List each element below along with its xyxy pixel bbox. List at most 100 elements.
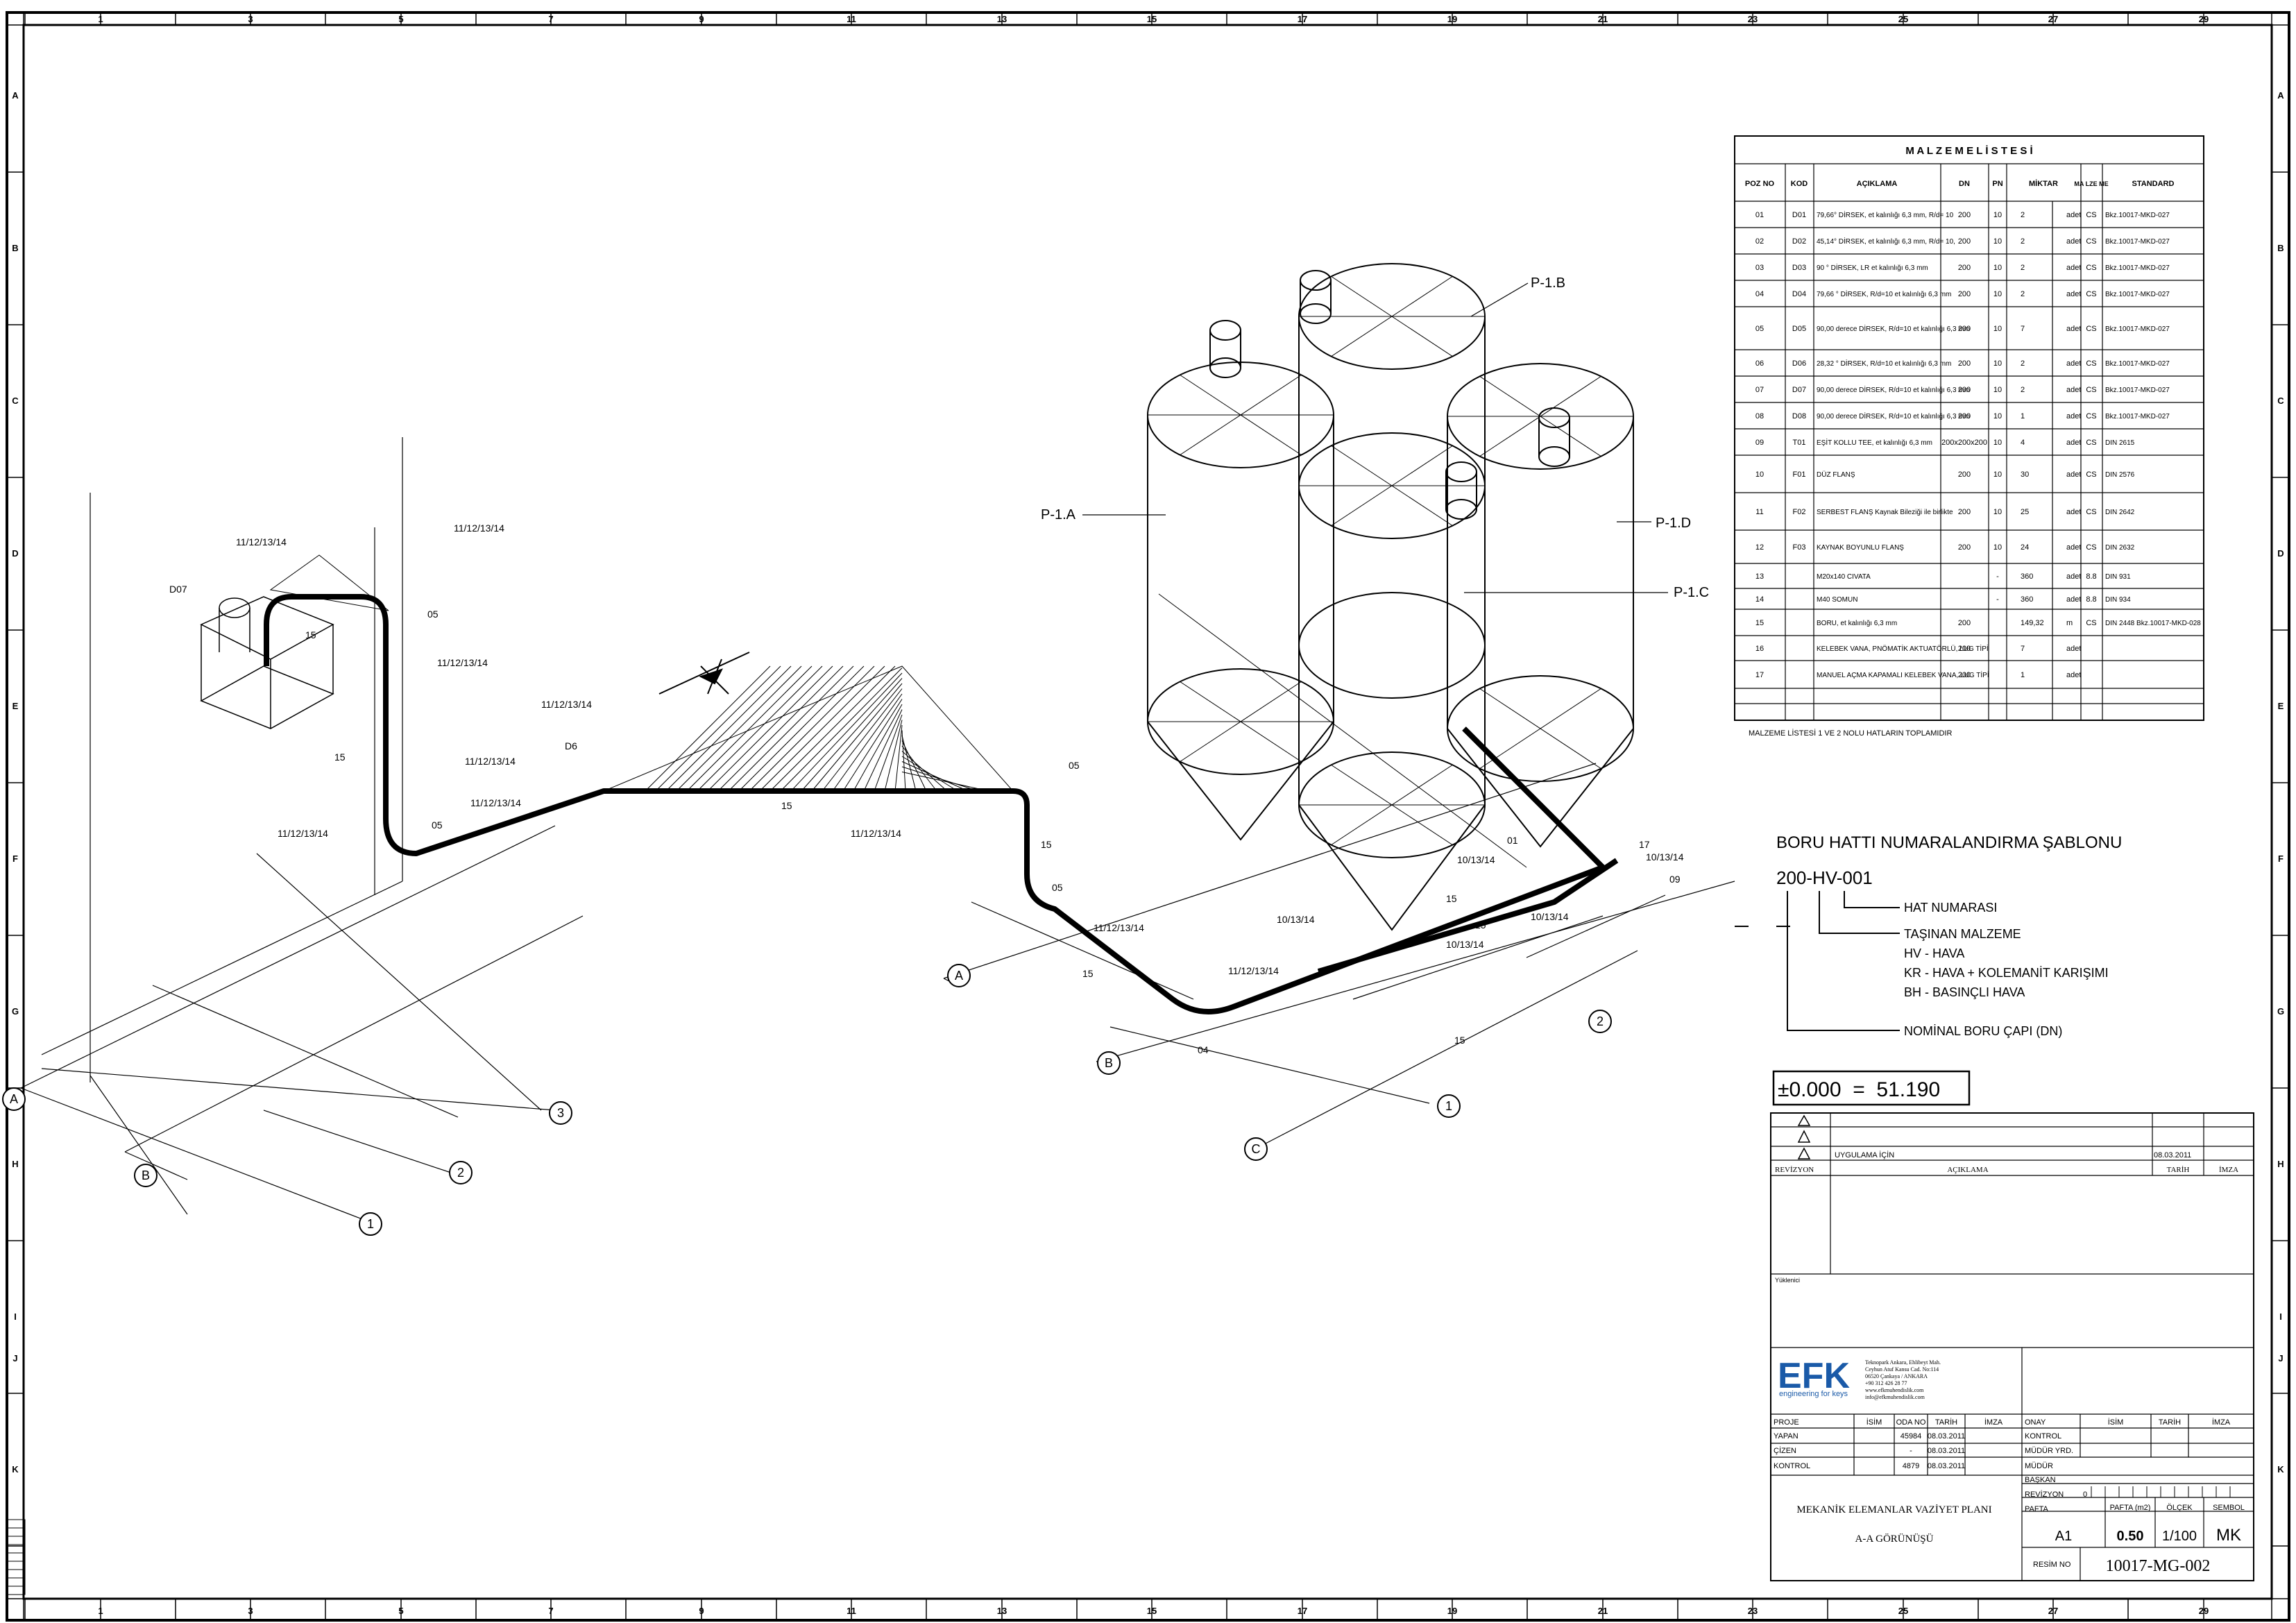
- material-list-cell: CS: [2086, 237, 2096, 246]
- material-list-cell: 10: [1993, 508, 2002, 516]
- material-list-cell: D01: [1792, 211, 1806, 219]
- material-list-cell: 1: [2021, 671, 2025, 679]
- line-numbering-hv: HV - HAVA: [1904, 946, 1964, 960]
- valve-box: [200, 596, 334, 729]
- material-list-cell: 360: [2021, 572, 2033, 581]
- material-list-cell: 4: [2021, 439, 2025, 447]
- hatch-planes: [269, 554, 1014, 792]
- hatch-line: [655, 665, 781, 792]
- tank-label: P-1.D: [1656, 516, 1691, 531]
- grid-row-label: C: [2277, 396, 2284, 406]
- pipe-label: 11/12/13/14: [437, 657, 488, 668]
- material-list-cell: adet: [2066, 359, 2081, 368]
- material-list-cell: D06: [1792, 359, 1806, 368]
- hatch-line: [901, 745, 937, 792]
- material-list-cell: 200: [1958, 671, 1971, 679]
- material-list-cell: F03: [1793, 543, 1806, 552]
- material-list-cell: adet: [2066, 508, 2081, 516]
- material-list-header: MA LZE ME: [2074, 180, 2108, 187]
- grid-col-label: 29: [2199, 1606, 2209, 1616]
- grid-col-label: 11: [847, 14, 856, 24]
- material-list-cell: 8.8: [2086, 595, 2096, 604]
- pipe-label: 15: [781, 800, 792, 811]
- pipe-label: 01: [1507, 835, 1518, 846]
- axis-label: 3: [557, 1106, 564, 1120]
- material-list-cell: adet: [2066, 290, 2081, 298]
- material-list-cell: F02: [1793, 508, 1806, 516]
- pipe-label: 15: [1041, 839, 1052, 850]
- axis-label: 1: [1445, 1099, 1452, 1113]
- grid-row-label: I: [2279, 1311, 2282, 1322]
- elevation-text: ±0.000 = 51.190: [1778, 1078, 1940, 1101]
- pipe-label: 11/12/13/14: [851, 828, 901, 839]
- hatch-line: [894, 724, 903, 792]
- grid-row-label: E: [2278, 701, 2284, 711]
- material-list-cell: adet: [2066, 211, 2081, 219]
- material-list-cell: 16: [1755, 645, 1764, 653]
- material-list-cell: DIN 934: [2105, 596, 2131, 604]
- material-list-cell: adet: [2066, 645, 2081, 653]
- hatch-line: [853, 704, 903, 792]
- axis-label: 2: [1597, 1014, 1604, 1028]
- material-list-cell: 7: [2021, 645, 2025, 653]
- hatch-line: [728, 665, 854, 792]
- hatch-line: [811, 683, 903, 792]
- pipe-label: 17: [1639, 839, 1650, 850]
- material-list-cell: 10: [1993, 237, 2002, 246]
- material-list-cell: 2: [2021, 290, 2025, 298]
- grid-col-label: 15: [1147, 14, 1157, 24]
- signoff-date: 08.03.2011: [1928, 1447, 1965, 1455]
- grid-col-label: 1: [98, 1606, 103, 1616]
- signoff-approver: MÜDÜR: [2025, 1462, 2053, 1470]
- revision-triangle-icon: [1797, 1147, 1811, 1159]
- grid-row-label: J: [12, 1353, 17, 1363]
- material-list-cell: D04: [1792, 290, 1806, 298]
- pipe-label: 10/13/14: [1446, 939, 1484, 950]
- line-numbering-template: BORU HATTI NUMARALANDIRMA ŞABLONU 200-HV…: [1735, 833, 2122, 1038]
- signoff-oda: 4879: [1903, 1462, 1919, 1470]
- material-list-cell: 10: [1993, 290, 2002, 298]
- grid-col-label: 13: [997, 14, 1007, 24]
- material-list-cell: Bkz.10017-MKD-027: [2105, 360, 2170, 368]
- grid-column-labels-top: 1 3 5 7 9 11 13 15 17 19 21 23 25 27 29: [98, 14, 2209, 24]
- signoff-oda: 45984: [1900, 1432, 1922, 1441]
- title-revizyon-label: REVİZYON: [2025, 1490, 2064, 1499]
- grid-row-label: H: [12, 1159, 18, 1169]
- company-tagline: engineering for keys: [1779, 1390, 1848, 1398]
- grid-col-label: 3: [248, 14, 253, 24]
- signoff-role: KONTROL: [1774, 1462, 1810, 1470]
- tank-label: P-1.C: [1674, 585, 1709, 600]
- material-list-cell: 07: [1755, 386, 1764, 394]
- grid-column-labels-bottom: 1 3 5 7 9 11 13 15 17 19 21 23 25 27 29: [98, 1606, 2209, 1616]
- material-list-title: M A L Z E M E L İ S T E S İ: [1905, 145, 2032, 157]
- material-list-cell: 25: [2021, 508, 2029, 516]
- revision-uygulama: UYGULAMA İÇİN: [1835, 1150, 1894, 1159]
- axis-bubbles: [2, 964, 1612, 1236]
- pipe-label: 15: [334, 751, 346, 763]
- hatch-line: [842, 699, 903, 792]
- signoff-approver: MÜDÜR YRD.: [2025, 1447, 2073, 1455]
- material-list-header: POZ NO: [1745, 180, 1775, 188]
- material-list-cell: Bkz.10017-MKD-027: [2105, 325, 2170, 333]
- material-list-cell: 7: [2021, 325, 2025, 333]
- signoff-role: ÇİZEN: [1774, 1446, 1796, 1455]
- pipe-label: 11/12/13/14: [278, 828, 328, 839]
- material-list-cell: 2: [2021, 264, 2025, 272]
- company-address: www.efkmuhendislik.com: [1865, 1387, 1924, 1393]
- material-list-cell: 10: [1993, 325, 2002, 333]
- drawing-title: MEKANİK ELEMANLAR VAZİYET PLANI: [1796, 1504, 1991, 1515]
- pipe-label: 09: [1669, 874, 1681, 885]
- material-list-cell: 200: [1958, 237, 1971, 246]
- grid-col-label: 13: [997, 1606, 1007, 1616]
- title-revizyon-value: 0: [2083, 1490, 2087, 1499]
- signoff-header: TARİH: [1935, 1418, 1957, 1427]
- material-list-cell: DIN 2642: [2105, 509, 2135, 516]
- title-olcek-value: 1/100: [2162, 1529, 2197, 1544]
- pipe-label: 11/12/13/14: [1094, 922, 1144, 933]
- material-list-cell: adet: [2066, 412, 2081, 420]
- material-list-cell: SERBEST FLANŞ Kaynak Bileziği ile birlik…: [1817, 509, 1953, 516]
- grid-col-label: 23: [1748, 1606, 1758, 1616]
- grid-row-label: B: [2277, 243, 2284, 253]
- grid-row-label: H: [2277, 1159, 2284, 1169]
